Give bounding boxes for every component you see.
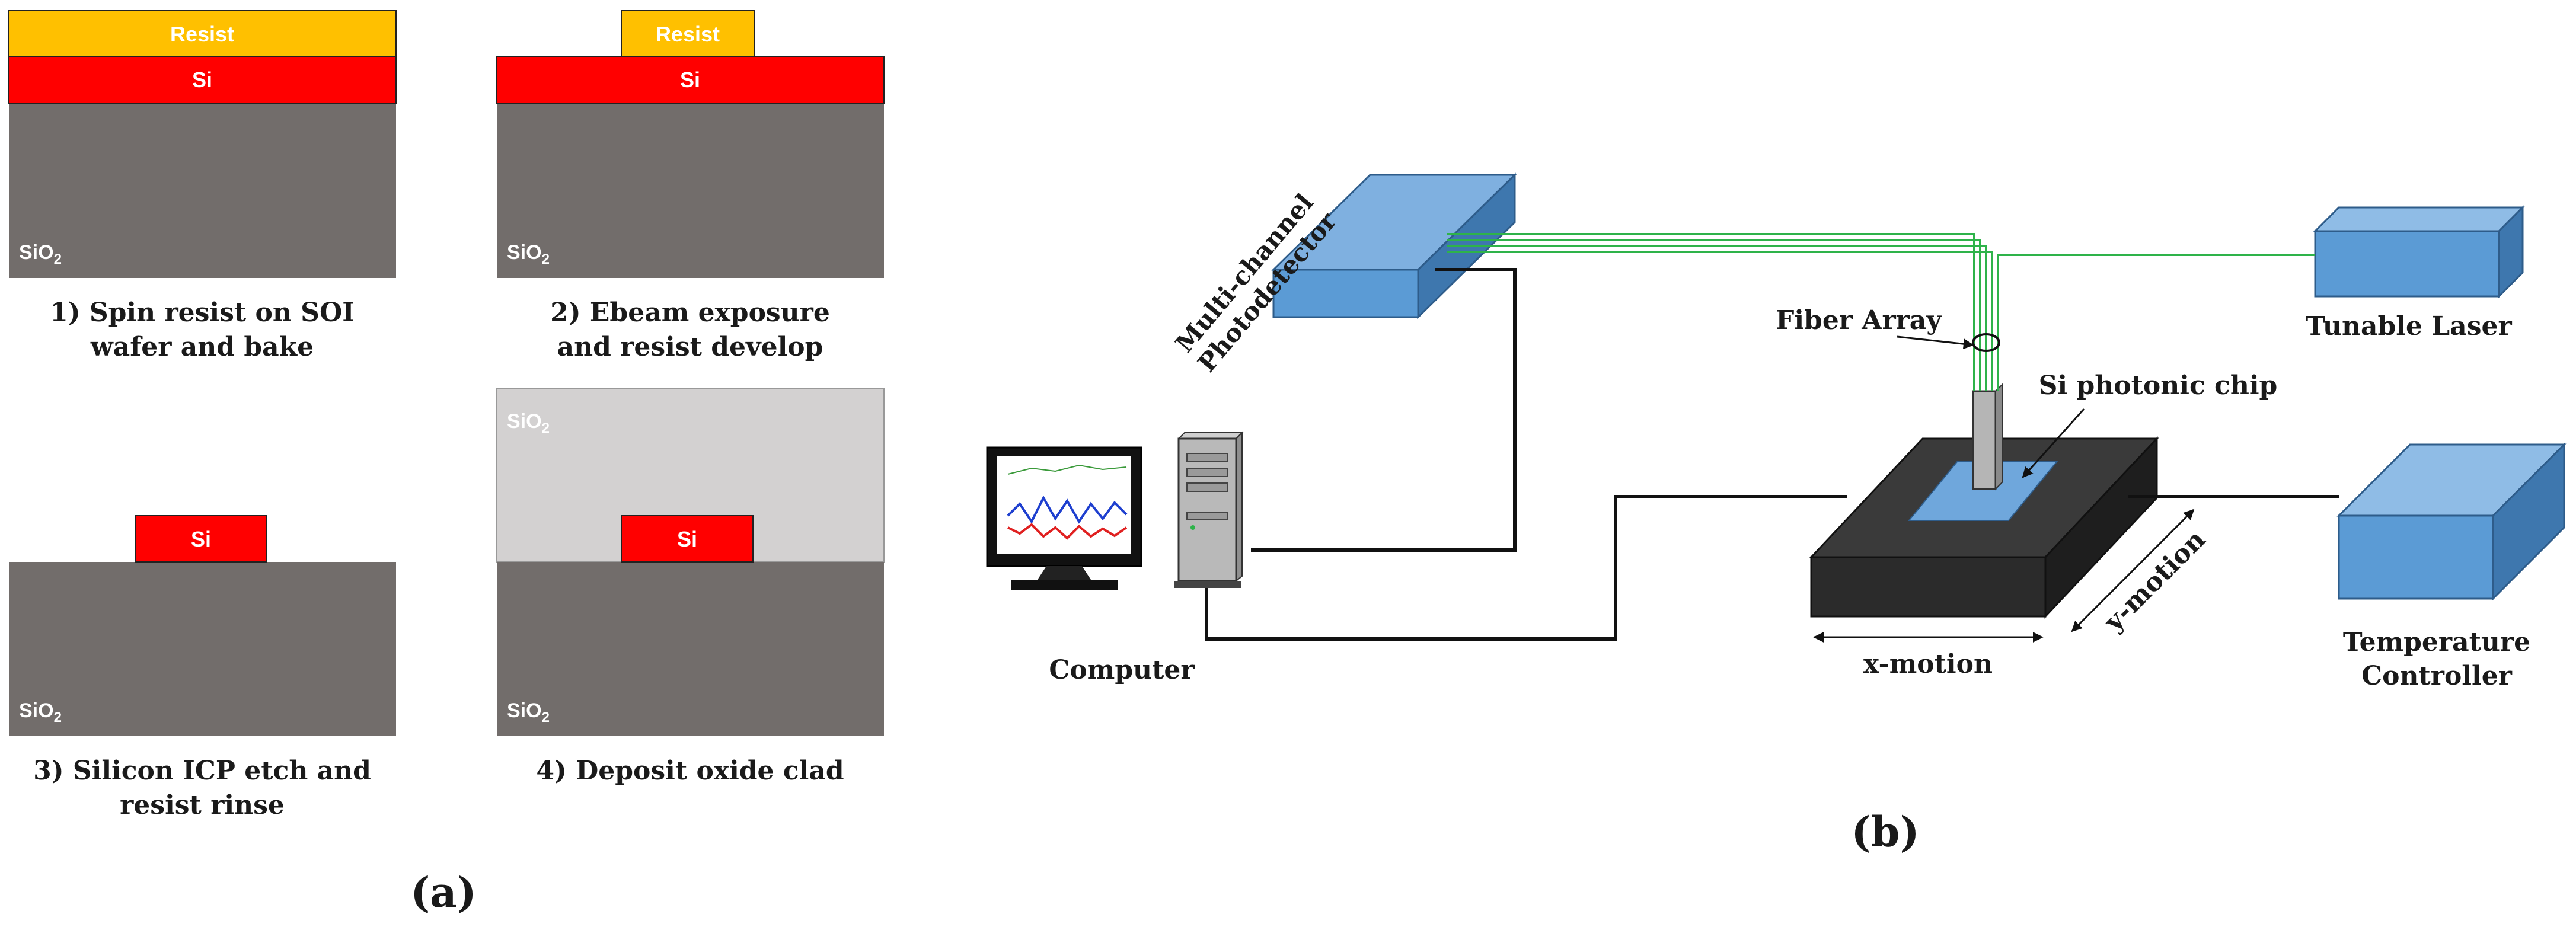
step-2-diagram: Resist Si SiO2 xyxy=(496,10,885,278)
stage-front xyxy=(1810,556,2047,618)
panel-b: Multi-channel Photodetector Tunable Lase… xyxy=(986,172,2567,857)
monitor-base xyxy=(1011,580,1118,590)
laser-top xyxy=(2313,206,2525,232)
tunable-laser-box xyxy=(2313,205,2525,299)
panel-a-label: (a) xyxy=(410,868,477,917)
panel-b-label: (b) xyxy=(1851,807,1919,857)
chip-pointer xyxy=(2022,408,2085,478)
si-layer xyxy=(496,56,885,104)
cable-computer-stage xyxy=(1205,495,1847,641)
fiber-array-label: Fiber Array xyxy=(1776,305,1942,335)
fiber-array-block xyxy=(1972,382,2003,491)
temperature-label-line2: Controller xyxy=(2361,661,2513,691)
clad-sio2-label: SiO2 xyxy=(507,410,550,436)
step-3-caption-line2: resist rinse xyxy=(120,790,285,820)
chip-label: Si photonic chip xyxy=(2039,370,2278,401)
si-photonic-chip xyxy=(1907,461,2059,521)
drive-bay-1 xyxy=(1186,453,1228,462)
si-label: Si xyxy=(680,68,700,92)
power-led xyxy=(1190,525,1195,530)
tower-foot xyxy=(1174,581,1241,588)
fiber-2 xyxy=(1447,239,1981,391)
photodetector-box xyxy=(1271,172,1517,319)
screen-trace-blue xyxy=(1007,495,1128,524)
sio2-label: SiO2 xyxy=(19,699,62,726)
resist-layer xyxy=(8,10,397,57)
sio2-layer xyxy=(497,104,884,278)
y-motion-arrow xyxy=(2071,509,2195,632)
computer-label: Computer xyxy=(1049,655,1195,685)
step-2-caption-line1: 2) Ebeam exposure xyxy=(550,298,830,328)
si-waveguide xyxy=(135,515,267,563)
sio2-label: SiO2 xyxy=(507,241,550,267)
drive-bay-3 xyxy=(1186,482,1228,492)
step-3-diagram: Si SiO2 xyxy=(9,515,396,736)
sio2-layer xyxy=(9,104,396,278)
computer-monitor xyxy=(986,446,1142,590)
sio2-layer xyxy=(9,562,396,736)
fiber-array-pointer xyxy=(1897,335,1974,350)
x-motion-label: x-motion xyxy=(1863,649,1993,679)
si-waveguide xyxy=(621,515,754,563)
photodetector-front xyxy=(1272,269,1419,318)
step-3-caption-line1: 3) Silicon ICP etch and xyxy=(33,756,371,786)
fiber-3 xyxy=(1447,245,1987,391)
tc-front xyxy=(2338,514,2494,600)
fiber-block-front xyxy=(1972,390,1997,490)
cables xyxy=(1205,268,2339,641)
si-layer xyxy=(8,56,397,104)
sio2-label: SiO2 xyxy=(19,241,62,267)
fiber-4 xyxy=(1447,251,1993,391)
monitor-stand xyxy=(1038,566,1091,580)
step-2-caption-line2: and resist develop xyxy=(557,332,823,362)
resist-layer xyxy=(621,10,755,57)
step-1-caption-line1: 1) Spin resist on SOI xyxy=(50,298,355,328)
drive-bay-2 xyxy=(1186,468,1228,477)
si-label: Si xyxy=(677,527,697,551)
drive-bay-4 xyxy=(1186,512,1228,520)
si-label: Si xyxy=(191,527,211,551)
temperature-label-line1: Temperature xyxy=(2343,627,2530,657)
sio2-layer xyxy=(497,562,884,736)
panel-a: Resist Si SiO2 1) Spin resist on SOI waf… xyxy=(8,10,885,917)
step-1-diagram: Resist Si SiO2 xyxy=(8,10,397,278)
screen-trace-green xyxy=(1007,464,1127,475)
resist-label: Resist xyxy=(656,22,720,46)
step-4-diagram: Si SiO2 SiO2 xyxy=(496,388,885,736)
fiber-block-side xyxy=(1995,382,2003,491)
computer-tower xyxy=(1174,431,1244,588)
laser-front xyxy=(2314,230,2500,298)
temperature-controller-box xyxy=(2336,442,2567,601)
step-1-caption-line2: wafer and bake xyxy=(90,332,314,362)
cable-photodetector-computer xyxy=(1251,268,1517,552)
tower-side xyxy=(1236,431,1243,583)
resist-label: Resist xyxy=(170,22,234,46)
tunable-laser-label: Tunable Laser xyxy=(2306,311,2512,341)
sio2-label: SiO2 xyxy=(507,699,550,726)
step-4-caption-line1: 4) Deposit oxide clad xyxy=(536,756,844,786)
si-label: Si xyxy=(192,68,212,92)
screen-trace-red xyxy=(1007,523,1128,540)
